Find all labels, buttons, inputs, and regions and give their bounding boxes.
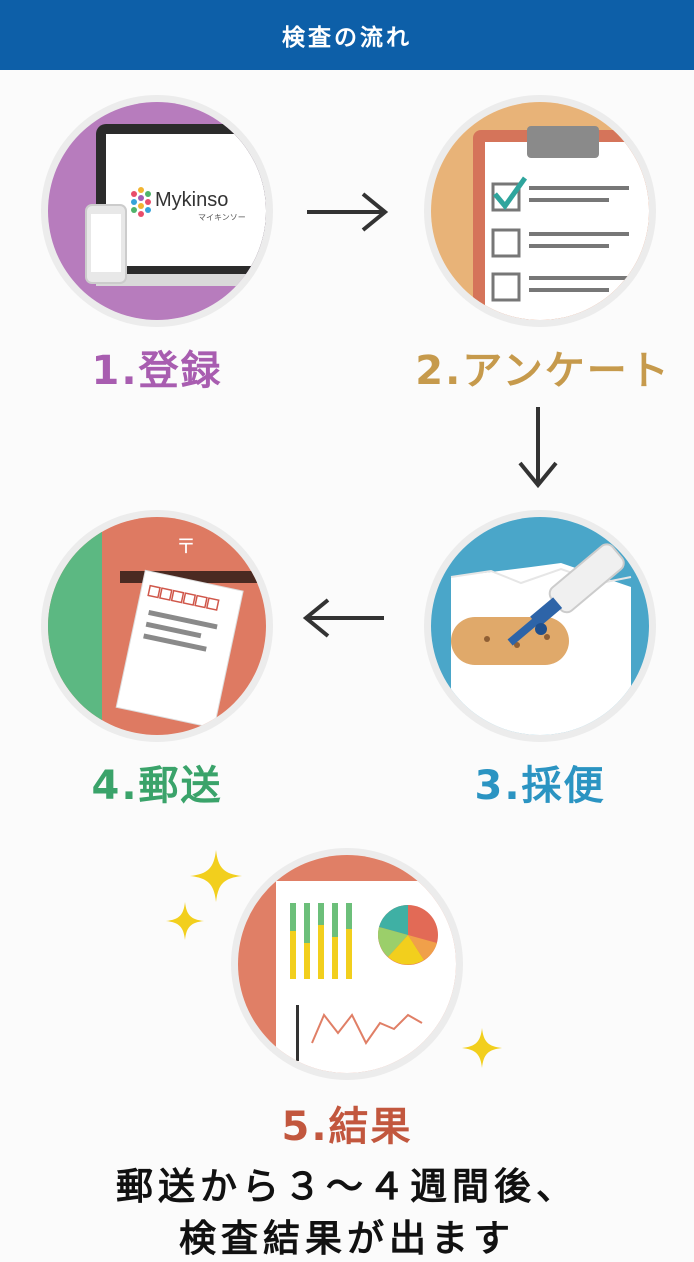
result-note-line-1: 郵送から３～４週間後、 — [116, 1165, 578, 1208]
step-4-label: 4.郵送 — [91, 763, 223, 809]
step-3-circle — [431, 517, 649, 735]
step-2-label: 2.アンケート — [415, 348, 671, 394]
mailbox-envelope-icon: 〒 — [48, 517, 266, 735]
step-4-circle: 〒 — [48, 517, 266, 735]
step-1-circle: Mykinso マイキンソー — [48, 102, 266, 320]
logo-subtext: マイキンソー — [198, 213, 246, 222]
arrow-down-icon — [518, 407, 558, 489]
step-5-circle — [238, 855, 456, 1073]
postal-mark-icon: 〒 — [176, 534, 196, 558]
laptop-phone-icon: Mykinso マイキンソー — [48, 102, 266, 320]
page-title: 検査の流れ — [282, 25, 412, 51]
sparkle-icon — [462, 1028, 502, 1068]
stool-sampling-icon — [431, 517, 649, 735]
result-report-icon — [238, 855, 456, 1073]
result-note-line-2: 検査結果が出ます — [179, 1217, 515, 1260]
step-3-label: 3.採便 — [474, 763, 606, 809]
step-1-label: 1.登録 — [91, 348, 223, 394]
clipboard-checklist-icon — [431, 102, 649, 320]
arrow-left-icon — [302, 598, 384, 638]
sparkle-icon — [190, 850, 242, 902]
step-5-label: 5.結果 — [281, 1104, 413, 1150]
page-header: 検査の流れ — [0, 0, 694, 70]
arrow-right-icon — [307, 192, 389, 232]
sparkle-icon — [166, 902, 204, 940]
logo-text: Mykinso — [155, 189, 228, 211]
step-2-circle — [431, 102, 649, 320]
